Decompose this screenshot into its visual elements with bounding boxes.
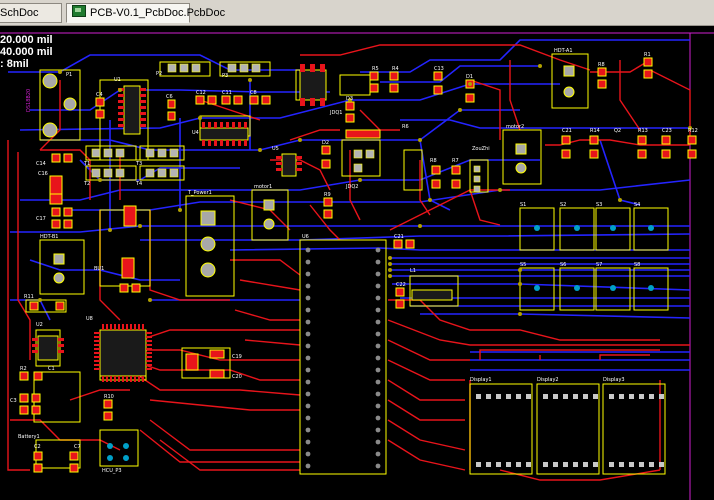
label-r4: R4 (392, 66, 399, 72)
label-d2: D2 (322, 140, 329, 146)
label-s5: S5 (520, 262, 526, 268)
label-s3: S3 (596, 202, 602, 208)
label-motor1: motor1 (254, 184, 272, 190)
label-d3: D3 (346, 96, 353, 102)
label-c14: C14 (36, 161, 46, 167)
label-p3: P3 (222, 73, 228, 79)
label-u6: U6 (302, 234, 309, 240)
tab-schdoc[interactable]: SchDoc (0, 3, 62, 23)
label-s4: S4 (634, 202, 640, 208)
label-c23: C23 (662, 128, 672, 134)
label-zouzhi: ZouZhi (472, 146, 490, 152)
qfp-ics (32, 64, 453, 382)
label-bu1: BU1 (94, 266, 104, 272)
label-r1: R1 (644, 52, 651, 58)
label-c20: C20 (232, 374, 242, 380)
label-t-power1: T_Power1 (187, 190, 212, 196)
label-c4: C4 (96, 92, 103, 98)
u6-pads (305, 247, 381, 469)
label-hcu-p3: HCU_P3 (102, 468, 122, 474)
tab-pcbdoc[interactable]: PCB-V0.1_PcbDoc.PcbDoc (66, 3, 225, 23)
smd-pads (19, 57, 697, 473)
label-hdt-b1: HDT-B1 (40, 234, 58, 240)
label-ds18b20: DS18B20 (26, 89, 32, 112)
label-l1: L1 (410, 268, 416, 274)
label-r5: R5 (372, 66, 379, 72)
label-s6: S6 (560, 262, 566, 268)
label-u5: U5 (272, 146, 279, 152)
switch-pads (107, 225, 654, 461)
label-t4: T4 (135, 181, 142, 187)
label-r14: R14 (590, 128, 600, 134)
label-c22: C22 (396, 282, 406, 288)
document-tab-bar: SchDoc PCB-V0.1_PcbDoc.PcbDoc (0, 0, 714, 26)
label-s7: S7 (596, 262, 602, 268)
label-r6: R6 (402, 124, 409, 130)
label-r9: R9 (324, 192, 331, 198)
clearance-readout: : 8mil (0, 58, 29, 70)
snap-size-readout: 40.000 mil (0, 46, 53, 58)
label-t2: T2 (83, 181, 90, 187)
label-c13: C13 (434, 66, 444, 72)
round-pads (42, 65, 575, 284)
top-layer-tracks (7, 44, 691, 481)
label-jdq2: JDQ2 (345, 184, 358, 190)
label-r7: R7 (452, 158, 459, 164)
pcb-editor-canvas[interactable]: P1 U1 P2 P3 R5 R4 C13 D1 HDT-A1 R8 R1 C4… (0, 26, 714, 500)
label-u1: U1 (114, 77, 121, 83)
grid-info-overlay: 20.000 mil 40.000 mil : 8mil (0, 34, 53, 70)
label-u8: U8 (86, 316, 93, 322)
label-u4: U4 (192, 130, 199, 136)
label-r13: R13 (638, 128, 648, 134)
label-c2: C2 (34, 444, 41, 450)
display-pads (476, 394, 664, 467)
label-c21b: C21 (394, 234, 404, 240)
label-s1: S1 (520, 202, 526, 208)
label-c21: C21 (562, 128, 572, 134)
label-r11: R11 (24, 294, 34, 300)
label-hdt-a1: HDT-A1 (554, 48, 573, 54)
label-c6: C6 (166, 94, 173, 100)
label-c17: C17 (36, 216, 46, 222)
label-u2: U2 (36, 322, 43, 328)
label-d1: D1 (466, 74, 473, 80)
label-c19: C19 (232, 354, 242, 360)
grid-size-readout: 20.000 mil (0, 34, 53, 46)
label-c16: C16 (38, 171, 48, 177)
label-p1: P1 (66, 72, 72, 78)
label-s8: S8 (634, 262, 640, 268)
label-c8: C8 (250, 90, 257, 96)
label-display2: Display2 (537, 377, 559, 383)
label-c7: C7 (74, 444, 81, 450)
through-hole-pads (91, 63, 481, 193)
label-display1: Display1 (470, 377, 492, 383)
label-p2: P2 (156, 71, 162, 77)
label-c12: C12 (196, 90, 206, 96)
label-c11: C11 (222, 90, 232, 96)
tab-pcbdoc-label: PCB-V0.1_PcbDoc.PcbDoc (90, 7, 226, 19)
label-c3: C3 (10, 398, 17, 404)
vias (38, 64, 692, 316)
label-battery1: Battery1 (18, 434, 40, 440)
label-motor2: motor2 (506, 124, 524, 130)
label-r2: R2 (20, 366, 27, 372)
label-jdq1: JDQ1 (329, 110, 342, 116)
label-r8: R8 (598, 62, 605, 68)
label-r8b: R8 (430, 158, 437, 164)
pcb-board-drawing: P1 U1 P2 P3 R5 R4 C13 D1 HDT-A1 R8 R1 C4… (0, 32, 714, 500)
label-display3: Display3 (603, 377, 625, 383)
pcb-document-icon (72, 5, 86, 17)
label-r12: R12 (688, 128, 698, 134)
label-r10: R10 (104, 394, 114, 400)
label-t3: T3 (135, 161, 142, 167)
label-q2: Q2 (614, 128, 621, 134)
label-s2: S2 (560, 202, 566, 208)
label-c1: C1 (48, 366, 55, 372)
designator-labels: P1 U1 P2 P3 R5 R4 C13 D1 HDT-A1 R8 R1 C4… (10, 48, 698, 474)
label-t1: T1 (83, 161, 90, 167)
tab-schdoc-label: SchDoc (0, 7, 39, 19)
